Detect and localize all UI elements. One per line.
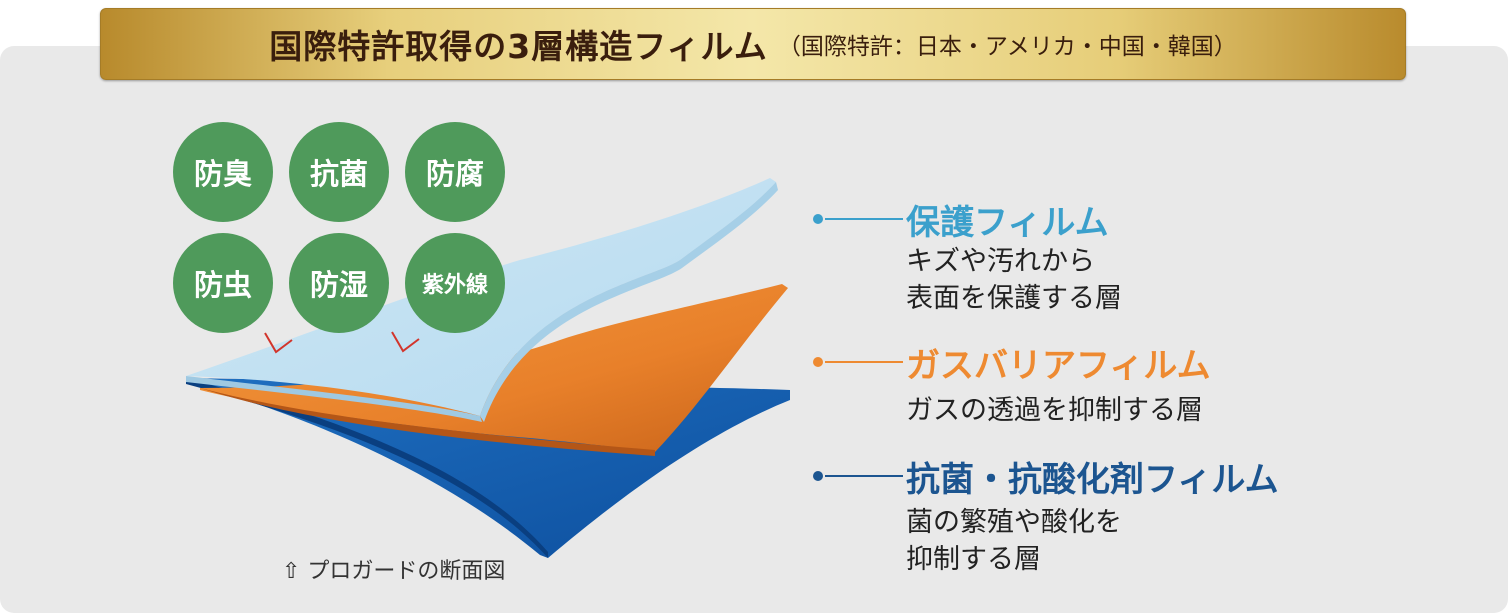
check-mark-icon — [391, 331, 420, 353]
legend-line — [825, 218, 903, 220]
legend-desc-line: キズや汚れから — [906, 246, 1095, 277]
legend-line — [825, 475, 903, 477]
legend-dot — [813, 357, 823, 367]
legend-desc-line: 表面を保護する層 — [906, 283, 1122, 314]
legend-title: 保護フィルム — [906, 203, 1109, 243]
badge-insect-repellent: 防虫 — [173, 233, 273, 333]
legend-desc-line: 抑制する層 — [906, 544, 1041, 575]
header-banner: 国際特許取得の3層構造フィルム （国際特許：日本・アメリカ・中国・韓国） — [100, 8, 1406, 80]
banner-title: 国際特許取得の3層構造フィルム — [269, 27, 768, 66]
legend-desc-line: ガスの透過を抑制する層 — [906, 395, 1203, 426]
legend-antibacterial-film: 抗菌・抗酸化剤フィルム 菌の繁殖や酸化を 抑制する層 — [813, 452, 1493, 582]
legend-dot — [813, 214, 823, 224]
badge-antiseptic: 防腐 — [405, 122, 505, 222]
banner-subtitle: （国際特許：日本・アメリカ・中国・韓国） — [777, 34, 1237, 60]
badge-antibacterial: 抗菌 — [289, 122, 389, 222]
legend-dot — [813, 471, 823, 481]
legend-protective-film: 保護フィルム キズや汚れから 表面を保護する層 — [813, 195, 1493, 325]
legend-title: ガスバリアフィルム — [906, 346, 1211, 386]
badge-moisture-proof: 防湿 — [289, 233, 389, 333]
badge-uv: 紫外線 — [405, 233, 505, 333]
legend-desc-line: 菌の繁殖や酸化を — [906, 507, 1122, 538]
legend-gas-barrier-film: ガスバリアフィルム ガスの透過を抑制する層 — [813, 338, 1493, 428]
check-mark-icon — [264, 332, 293, 354]
illustration-caption: ⇧ プロガードの断面図 — [282, 559, 506, 584]
badge-deodorize: 防臭 — [173, 122, 273, 222]
legend-title: 抗菌・抗酸化剤フィルム — [906, 460, 1279, 500]
legend-line — [825, 361, 903, 363]
